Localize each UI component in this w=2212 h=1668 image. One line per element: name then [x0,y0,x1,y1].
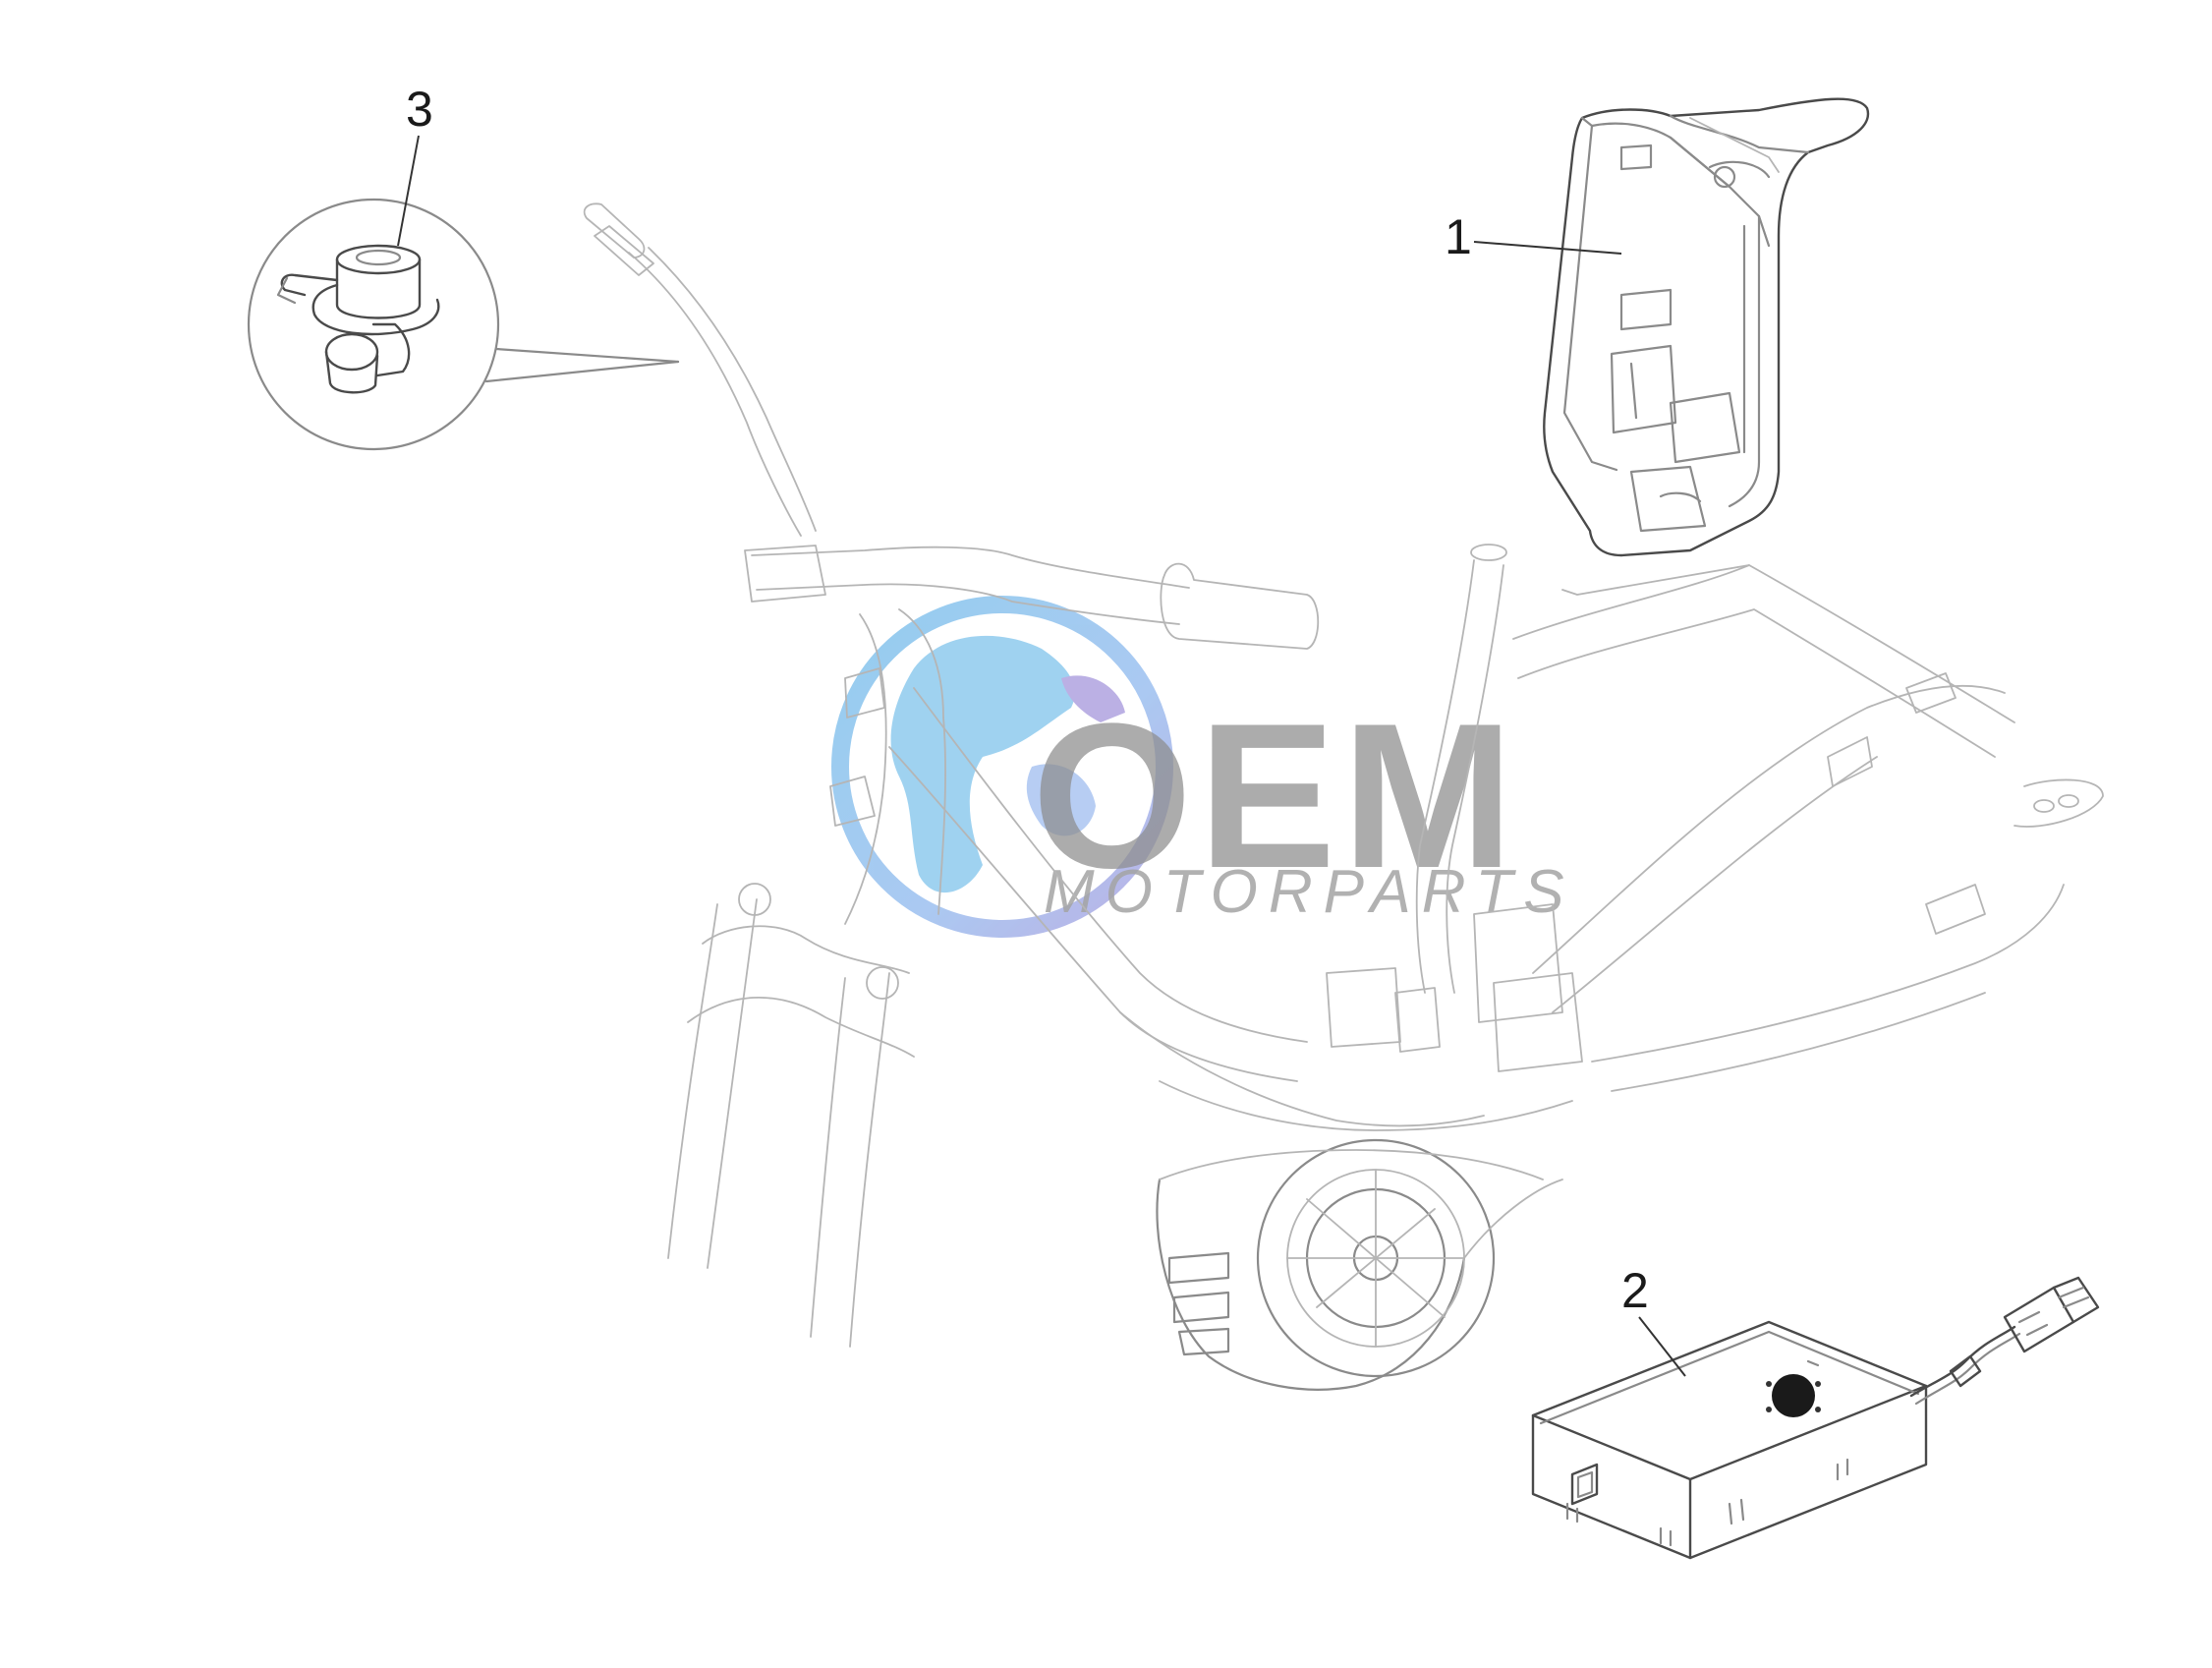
bicycle-frame-outline [583,202,2104,1348]
callout-label-2: 2 [1621,1263,1649,1318]
globe-logo [831,596,1173,938]
watermark-subtitle: MOTORPARTS [1044,858,1575,926]
callout-1: 1 [1445,209,1622,264]
battery-charger [1531,1276,2100,1560]
callout-label-1: 1 [1445,209,1472,264]
bell-detail-callout [247,198,680,451]
oem-motorparts-watermark: OEM MOTORPARTS [831,596,1575,938]
fan-grille-icon [1772,1374,1815,1417]
callout-3: 3 [397,82,433,247]
battery-pack [1543,97,1870,557]
callout-2: 2 [1621,1263,1686,1377]
watermark-brand: OEM [1032,680,1519,911]
bell-icon [276,244,440,394]
mid-drive-motor [1156,1138,1563,1391]
callout-label-3: 3 [406,82,433,137]
